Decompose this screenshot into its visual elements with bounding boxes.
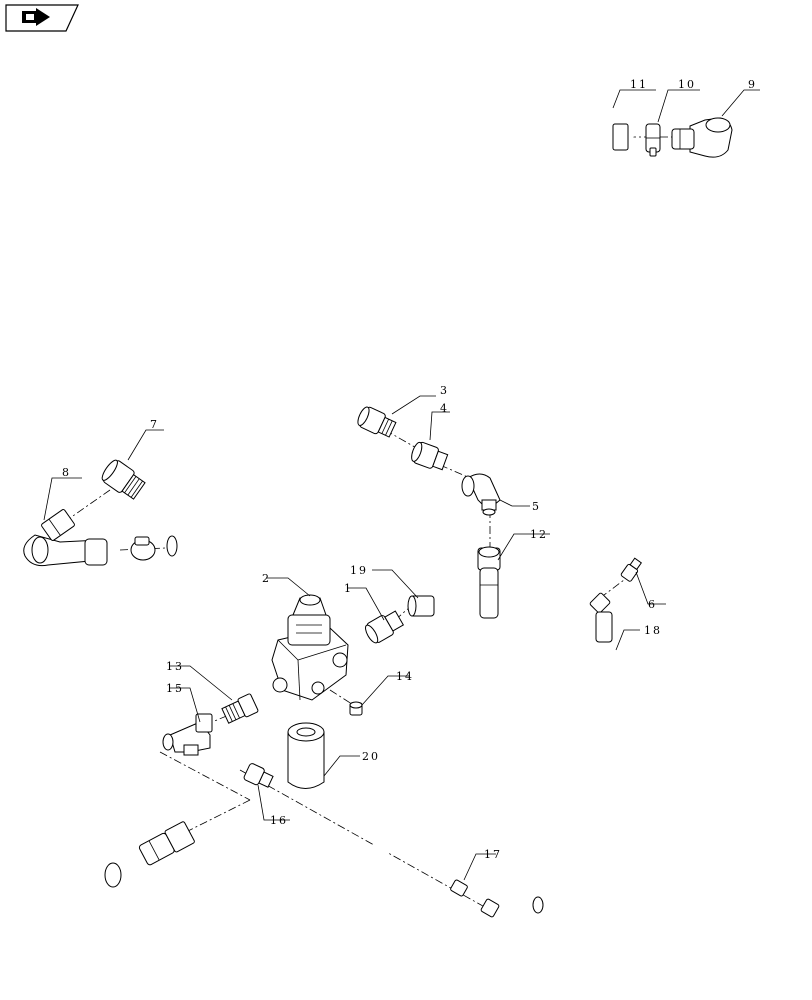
- next-page-arrow-icon: [22, 8, 50, 26]
- fitting-4: [411, 441, 449, 471]
- callout-8[interactable]: 8: [62, 466, 71, 479]
- callout-labels: 11 10 9 7 8 3 4 5 12 6 18 19 1 2 14 13 1…: [62, 78, 757, 861]
- callout-19[interactable]: 19: [350, 564, 368, 577]
- hose-18: [532, 592, 630, 914]
- callout-20[interactable]: 20: [362, 750, 380, 763]
- callout-3[interactable]: 3: [440, 384, 449, 397]
- elbow-8: [23, 509, 108, 567]
- callout-7[interactable]: 7: [150, 418, 159, 431]
- fitting-6: [620, 557, 643, 582]
- callout-10[interactable]: 10: [678, 78, 696, 91]
- fitting-1: [365, 610, 405, 644]
- callout-11[interactable]: 11: [630, 78, 648, 91]
- fitting-16: [243, 763, 274, 788]
- filter-20: [287, 722, 325, 789]
- fitting-3: [357, 406, 397, 438]
- hose-12: [104, 546, 501, 888]
- callout-18[interactable]: 18: [644, 624, 662, 637]
- clamp-10: [645, 123, 661, 157]
- fitting-5: [461, 473, 501, 516]
- callout-5[interactable]: 5: [532, 500, 541, 513]
- hose-11: [165, 118, 635, 557]
- callout-15[interactable]: 15: [166, 682, 184, 695]
- callout-17[interactable]: 17: [484, 848, 502, 861]
- next-page-button[interactable]: [4, 4, 80, 32]
- callout-4[interactable]: 4: [440, 402, 449, 415]
- callout-12[interactable]: 12: [530, 528, 548, 541]
- leader-lines: [43, 89, 760, 881]
- valve-2: [271, 594, 349, 701]
- callout-13[interactable]: 13: [166, 660, 184, 673]
- callout-14[interactable]: 14: [396, 670, 414, 683]
- callout-2[interactable]: 2: [262, 572, 271, 585]
- callout-6[interactable]: 6: [648, 598, 657, 611]
- callout-1[interactable]: 1: [344, 582, 353, 595]
- fitting-13: [221, 693, 259, 724]
- elbow-9: [671, 117, 733, 158]
- tee-15: [162, 713, 213, 756]
- centerlines: [59, 136, 680, 911]
- plug-14: [349, 701, 363, 716]
- fitting-19: [407, 595, 435, 617]
- clamp-near-8: [130, 536, 156, 561]
- callout-16[interactable]: 16: [270, 814, 288, 827]
- hose-17: [401, 879, 538, 954]
- fitting-7: [101, 459, 146, 500]
- callout-9[interactable]: 9: [748, 78, 757, 91]
